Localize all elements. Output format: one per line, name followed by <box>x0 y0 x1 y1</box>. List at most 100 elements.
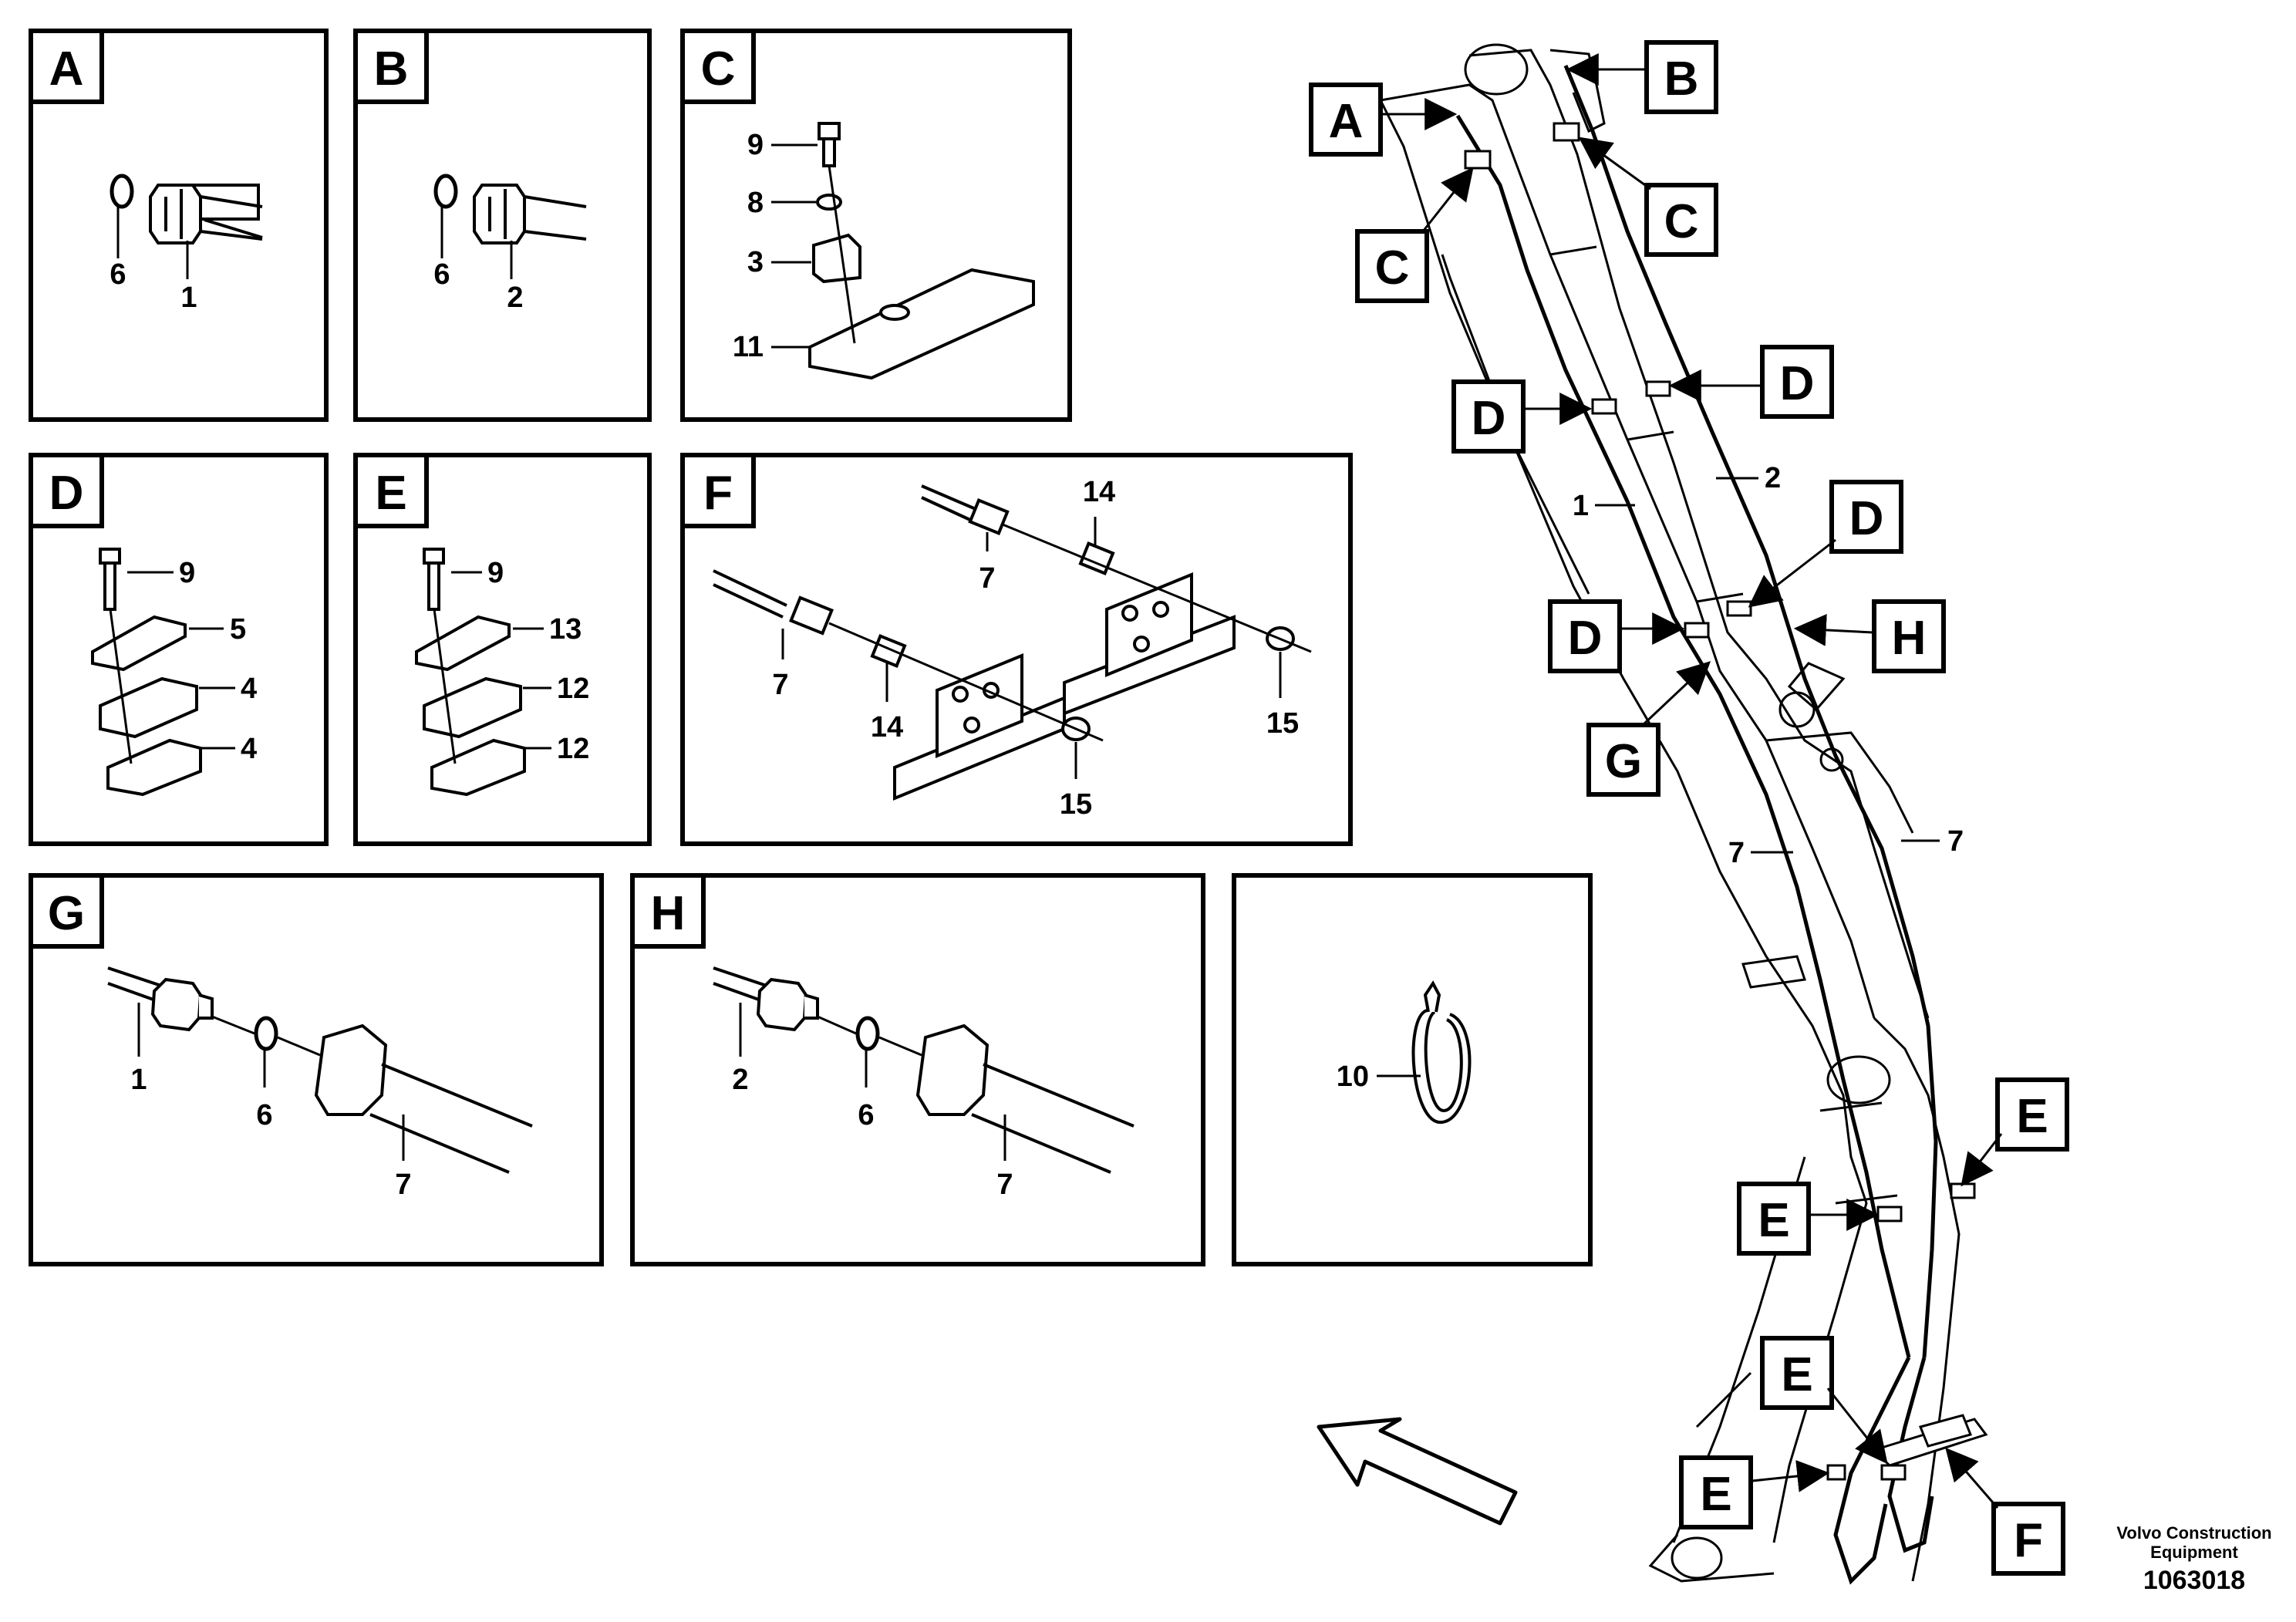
callout-box <box>1829 480 1903 554</box>
panel-tag: A <box>49 42 84 96</box>
fitting-icon <box>789 595 834 636</box>
part-label: 1 <box>130 1064 147 1096</box>
callout-label: E <box>2016 1090 2048 1143</box>
washer-icon <box>816 194 842 211</box>
o-ring-icon <box>433 174 458 209</box>
callout-label: D <box>1472 392 1506 445</box>
callout-box <box>1991 1502 2065 1576</box>
panel-tag-box <box>630 873 706 949</box>
part-label: 6 <box>858 1099 874 1131</box>
plate-icon <box>91 615 187 672</box>
clamp-icon <box>430 738 526 797</box>
panel-tag: C <box>701 42 736 96</box>
fitting-icon <box>756 977 808 1032</box>
boom-overview: A B C C D D D D H <box>1309 40 2069 1585</box>
clamp-icon <box>106 738 202 797</box>
callout-box <box>1355 229 1429 303</box>
fitting-icon <box>150 977 203 1032</box>
panel-tag: H <box>651 887 686 940</box>
callout-label: E <box>1781 1348 1812 1401</box>
part-label: 3 <box>747 246 764 278</box>
callout-label: D <box>1568 612 1603 665</box>
part-label: 6 <box>110 258 126 291</box>
part-label: 14 <box>1083 476 1115 508</box>
bracket-icon <box>936 653 1023 758</box>
callout-label: E <box>1758 1194 1789 1247</box>
part-label: 9 <box>487 557 504 589</box>
part-label: 2 <box>732 1064 748 1096</box>
part-label: 1 <box>180 282 197 314</box>
callout-label: D <box>1849 492 1884 545</box>
callout-label: C <box>1375 241 1410 295</box>
bolt-icon <box>818 122 841 167</box>
callout-box <box>1309 83 1383 157</box>
part-label: 4 <box>241 733 257 765</box>
part-label: 12 <box>557 733 589 765</box>
brand-line-1: Volvo Construction <box>2116 1523 2271 1543</box>
clamp-icon <box>99 676 198 739</box>
callout-box <box>1548 599 1622 673</box>
panel-tag-box <box>29 873 104 949</box>
detail-panel-a: A 6 1 <box>29 29 329 422</box>
callout-label: F <box>2014 1514 2043 1567</box>
callout-box <box>1872 599 1946 673</box>
part-label: 13 <box>549 613 582 646</box>
detail-panel-c: C 9 8 3 11 <box>680 29 1072 422</box>
brand-line-2: Equipment <box>2150 1543 2238 1562</box>
fitting-icon <box>149 184 263 244</box>
plate-icon <box>415 615 511 672</box>
bolt-icon <box>99 548 121 611</box>
detail-panel-cable-tie: 10 <box>1232 873 1593 1266</box>
adapter-icon <box>870 634 907 668</box>
callout-box <box>1760 345 1834 419</box>
panel-tag-box <box>353 453 429 528</box>
callout-box <box>1644 40 1718 114</box>
fitting-icon <box>968 497 1010 536</box>
part-label: 14 <box>871 711 903 744</box>
bolt-icon <box>423 548 445 611</box>
callout-box <box>1586 723 1660 797</box>
detail-panel-e: E 9 13 12 12 <box>353 453 652 846</box>
callout-label: A <box>1329 95 1364 148</box>
part-label: 2 <box>1765 462 1781 494</box>
part-label: 12 <box>557 673 589 705</box>
hose-end-icon <box>915 1023 990 1116</box>
part-label: 7 <box>996 1168 1013 1201</box>
panel-tag-box <box>680 29 756 104</box>
part-label: 10 <box>1337 1061 1369 1093</box>
panel-tag: G <box>48 887 85 940</box>
callout-label: D <box>1780 357 1815 410</box>
callout-label: E <box>1700 1468 1731 1521</box>
part-label: 1 <box>1573 490 1589 522</box>
panel-tag-box <box>29 453 104 528</box>
part-label: 5 <box>230 613 246 646</box>
callout-label: B <box>1664 52 1699 106</box>
fitting-icon <box>473 184 587 244</box>
callout-box <box>1760 1336 1834 1410</box>
part-label: 2 <box>507 282 523 314</box>
panel-tag: D <box>49 467 84 520</box>
panel-tag: F <box>703 467 733 520</box>
panel-tag-box <box>353 29 429 104</box>
clamp-icon <box>423 676 522 739</box>
panel-tag-box <box>680 453 756 528</box>
callout-box <box>1644 183 1718 257</box>
detail-panel-d: D 9 5 4 4 <box>29 453 329 846</box>
o-ring-icon <box>254 1016 278 1051</box>
o-ring-icon <box>855 1016 880 1051</box>
detail-panel-f: F 14 7 7 <box>680 453 1353 846</box>
panel-tag: E <box>375 467 406 520</box>
hose-end-icon <box>314 1023 388 1116</box>
bracket-icon <box>1105 572 1193 677</box>
detail-panel-h: H 2 6 7 <box>630 873 1205 1266</box>
part-label: 7 <box>395 1168 411 1201</box>
callout-label: H <box>1892 612 1927 665</box>
part-label: 7 <box>979 562 995 595</box>
detail-panel-b: B 6 2 <box>353 29 652 422</box>
part-label: 6 <box>433 258 450 291</box>
clamp-icon <box>812 233 861 284</box>
part-label: 9 <box>747 129 764 161</box>
direction-arrow-icon <box>1317 1417 1518 1526</box>
part-label: 8 <box>747 187 764 219</box>
